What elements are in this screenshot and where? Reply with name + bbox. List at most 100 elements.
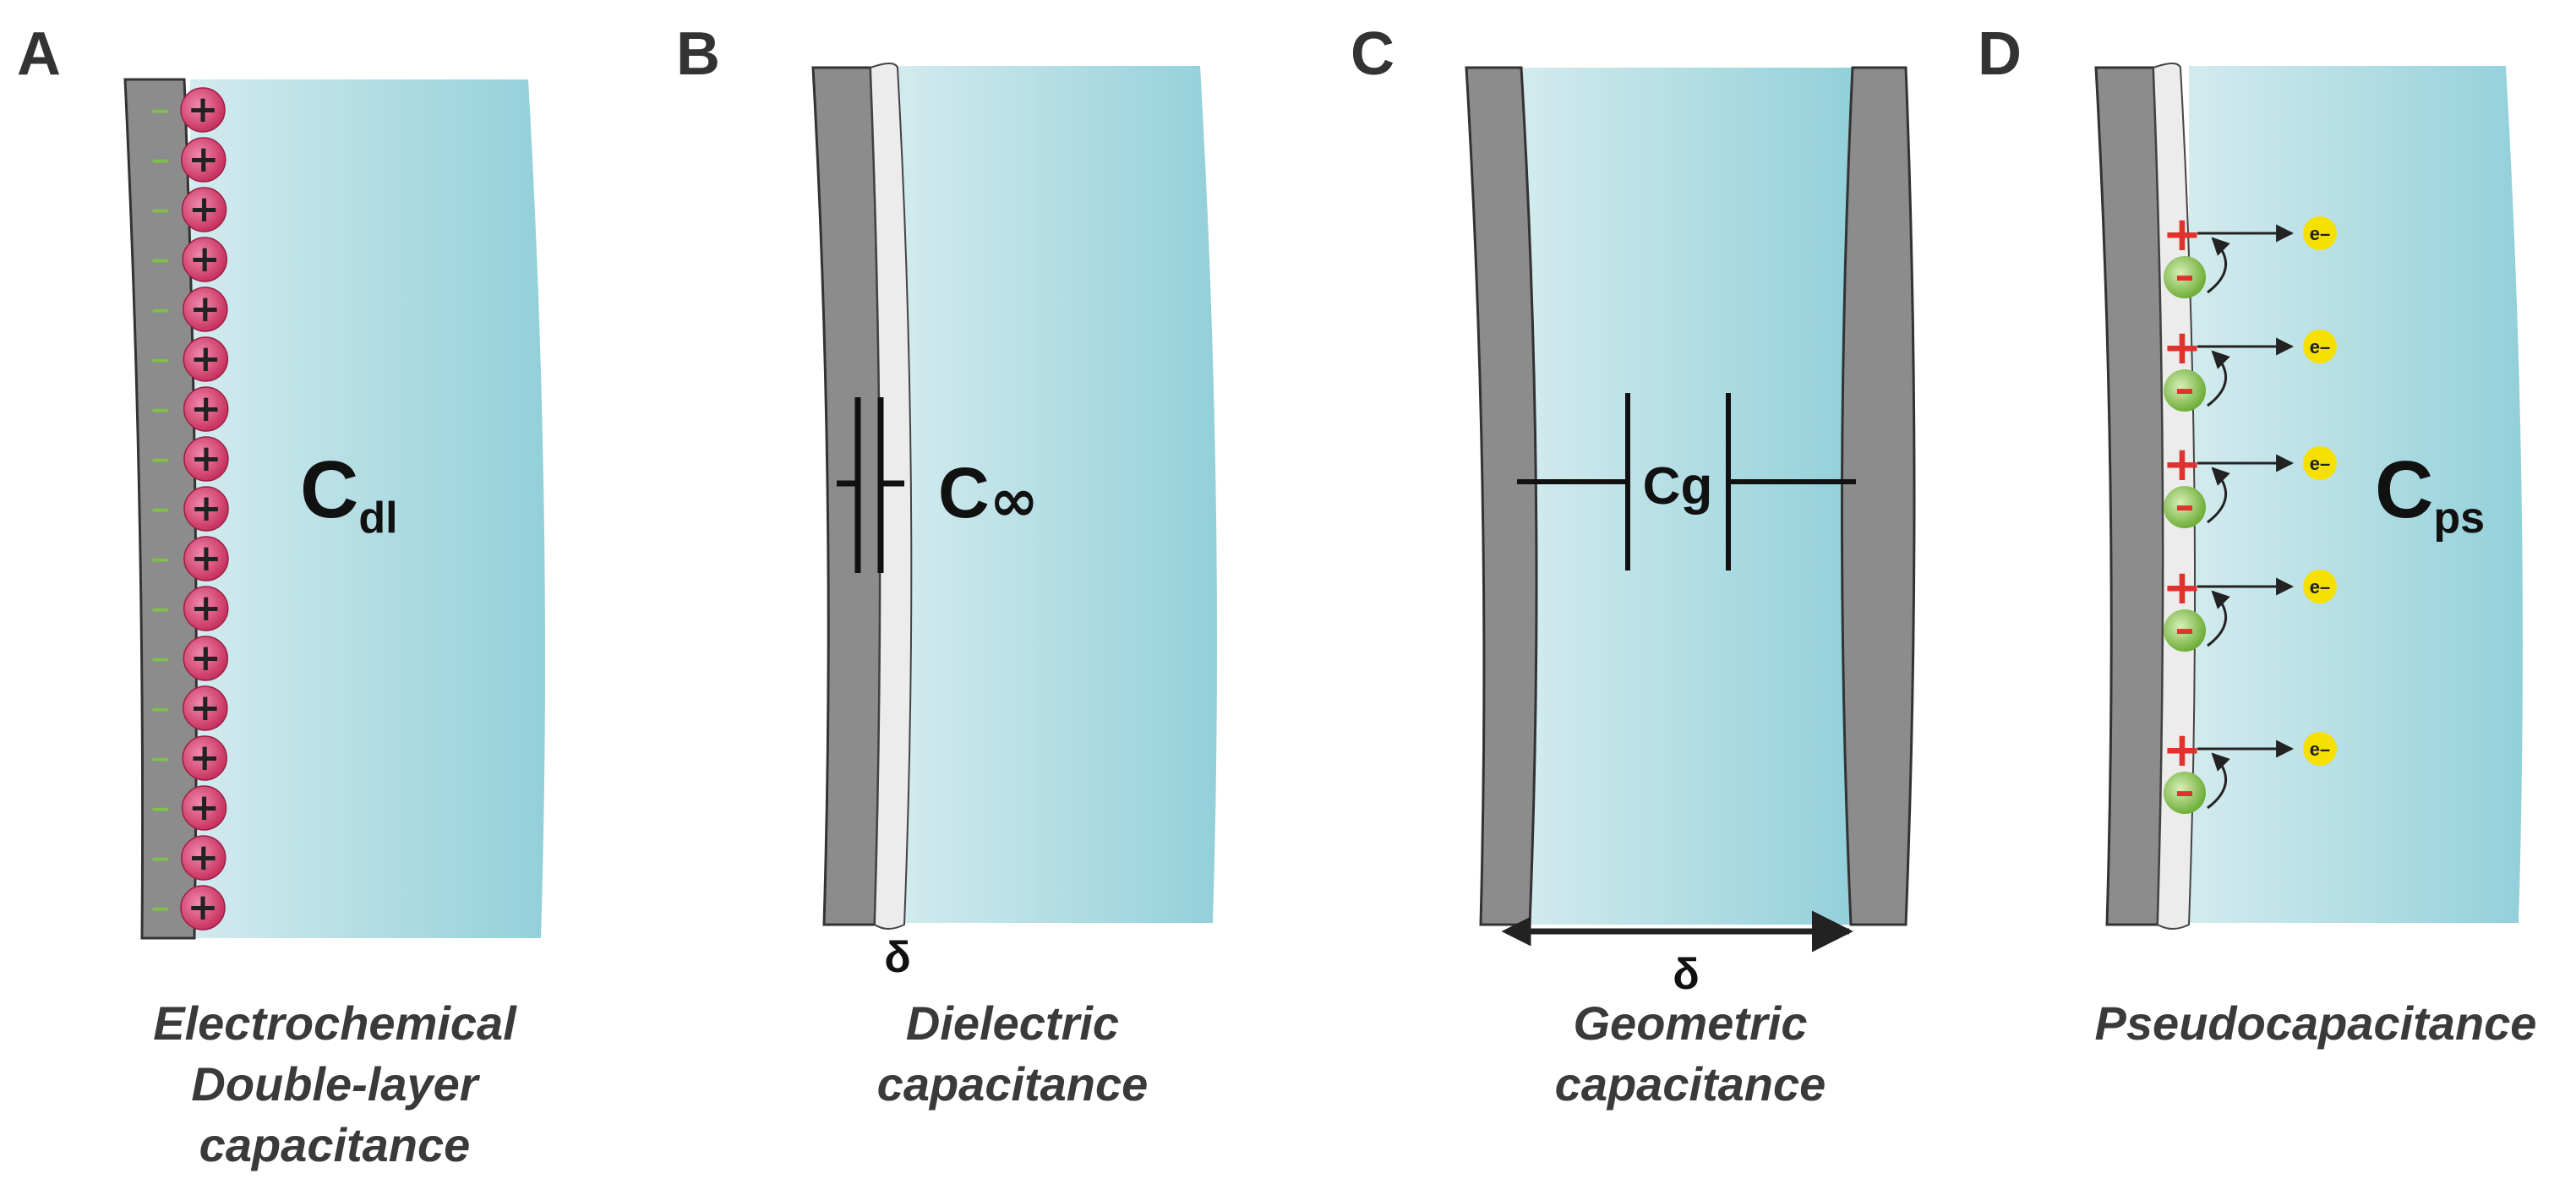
- cation-ball: [180, 885, 226, 931]
- panel-c: C Cg δ Geometric capacitance: [1351, 20, 1916, 1111]
- dielectric-thickness-delta: δ: [884, 933, 911, 982]
- electron-label: e–: [2310, 739, 2330, 760]
- surface-negative-charge: –: [151, 292, 169, 327]
- oxidized-plus-sign: +: [2163, 437, 2202, 492]
- caption-a-line-3: capacitance: [199, 1118, 471, 1171]
- redox-site: +– e–: [2163, 560, 2337, 652]
- curved-transfer-arrow: [2207, 237, 2230, 294]
- panel-letter-d: D: [1978, 20, 2022, 88]
- surface-negative-charge: –: [151, 142, 169, 177]
- anion-minus-sign: –: [2175, 606, 2195, 652]
- electron-ball: [2303, 216, 2337, 250]
- electrolyte-region-c: [1521, 68, 1853, 925]
- oxidized-plus-sign: +: [2163, 560, 2202, 615]
- panel-letter-b: B: [676, 20, 720, 88]
- redox-sites: +–e–+–e–+–e–+–e–+–e–: [2163, 207, 2337, 814]
- cg-label: Cg: [1643, 457, 1713, 516]
- cation-plus-sign: +: [189, 686, 221, 729]
- cation-ball: [181, 187, 227, 232]
- redox-site: +– e–: [2163, 437, 2337, 528]
- cation-ball: [183, 636, 229, 681]
- electron-label: e–: [2310, 453, 2330, 474]
- surface-negative-charge: –: [151, 641, 169, 676]
- electron-ball: [2303, 732, 2337, 766]
- surface-negative-charge: –: [151, 92, 169, 128]
- anion-ball: [2164, 486, 2206, 528]
- cation-ball: [181, 835, 226, 881]
- cation-plus-sign: +: [189, 287, 221, 330]
- cation-plus-sign: +: [190, 636, 221, 680]
- cation-ball: [183, 536, 229, 581]
- cation-plus-sign: +: [188, 188, 220, 231]
- cation-plus-sign: +: [190, 337, 221, 380]
- gap-delta: δ: [1673, 950, 1700, 999]
- double-layer-ions: –+–+–+–+–+–+–+–+–+–+–+–+–+–+–+–+–+: [151, 87, 229, 931]
- redox-site: +–e–: [2163, 723, 2337, 814]
- caption-a-line-1: Electrochemical: [153, 996, 517, 1050]
- anion-minus-sign: –: [2175, 253, 2195, 298]
- surface-negative-charge: –: [151, 591, 169, 626]
- cation-plus-sign: +: [188, 786, 220, 829]
- anion-minus-sign: –: [2175, 483, 2195, 528]
- cation-plus-sign: +: [188, 88, 219, 131]
- electrolyte-region-d: [2189, 66, 2523, 923]
- surface-negative-charge: –: [151, 491, 169, 527]
- surface-negative-charge: –: [151, 192, 169, 227]
- left-electrode-c: [1465, 66, 1538, 926]
- electrolyte-region-a: [190, 79, 545, 938]
- cation-ball: [183, 486, 229, 532]
- electron-ball: [2303, 570, 2337, 603]
- electron-label: e–: [2310, 223, 2330, 244]
- anion-ball: [2164, 772, 2206, 814]
- cation-plus-sign: +: [190, 387, 221, 430]
- cation-ball: [183, 586, 229, 631]
- caption-b-line-2: capacitance: [877, 1057, 1149, 1111]
- cation-plus-sign: +: [189, 736, 221, 779]
- cation-plus-sign: +: [188, 886, 219, 929]
- cation-ball: [183, 386, 229, 432]
- cation-plus-sign: +: [190, 437, 221, 480]
- curved-transfer-arrow: [2207, 467, 2230, 524]
- redox-site: +– e–: [2163, 207, 2337, 298]
- caption-a-line-2: Double-layer: [191, 1057, 480, 1111]
- electrode-a: [123, 78, 198, 940]
- cps-label: Cps: [2375, 445, 2485, 543]
- oxidized-plus-sign: +: [2163, 207, 2202, 262]
- caption-b-line-1: Dielectric: [906, 996, 1119, 1050]
- electrolyte-region-b: [896, 66, 1217, 923]
- caption-a: Electrochemical Double-layer capacitance: [153, 996, 517, 1171]
- caption-d-line-1: Pseudocapacitance: [2095, 996, 2537, 1050]
- surface-negative-charge: –: [151, 740, 169, 776]
- cation-ball: [181, 137, 226, 183]
- surface-negative-charge: –: [151, 341, 169, 377]
- electron-ball: [2303, 330, 2337, 363]
- electron-ball: [2303, 446, 2337, 480]
- cation-ball: [183, 436, 229, 482]
- surface-negative-charge: –: [151, 391, 169, 427]
- caption-c-line-2: capacitance: [1555, 1057, 1826, 1111]
- panel-letter-a: A: [17, 20, 61, 88]
- panel-b: B C∞ δ Dielectric capacitance: [676, 20, 1217, 1111]
- surface-negative-charge: –: [151, 242, 169, 277]
- electron-label: e–: [2310, 336, 2330, 358]
- cation-plus-sign: +: [189, 237, 221, 281]
- electron-label: e–: [2310, 576, 2330, 598]
- electrode-b: [811, 66, 881, 926]
- curved-transfer-arrow: [2207, 350, 2230, 407]
- cation-ball: [181, 785, 227, 831]
- anion-minus-sign: –: [2175, 366, 2195, 412]
- surface-negative-charge: –: [151, 441, 169, 477]
- cation-ball: [183, 287, 228, 332]
- anion-ball: [2164, 256, 2206, 298]
- capacitor-symbol-c: [1517, 393, 1856, 570]
- surface-negative-charge: –: [151, 691, 169, 726]
- anion-ball: [2164, 369, 2206, 412]
- capacitor-symbol-b: [837, 397, 904, 573]
- electrode-d: [2094, 66, 2164, 926]
- panel-d: D +–e–+–e–+–e–+–e–+–e– Cps Pseudocapacit…: [1978, 20, 2536, 1050]
- panel-a: A –+–+–+–+–+–+–+–+–+–+–+–+–+–+–+–+–+ Cdl…: [17, 20, 545, 1171]
- surface-negative-charge: –: [151, 790, 169, 826]
- curved-transfer-arrow: [2207, 752, 2230, 810]
- cation-ball: [182, 735, 227, 781]
